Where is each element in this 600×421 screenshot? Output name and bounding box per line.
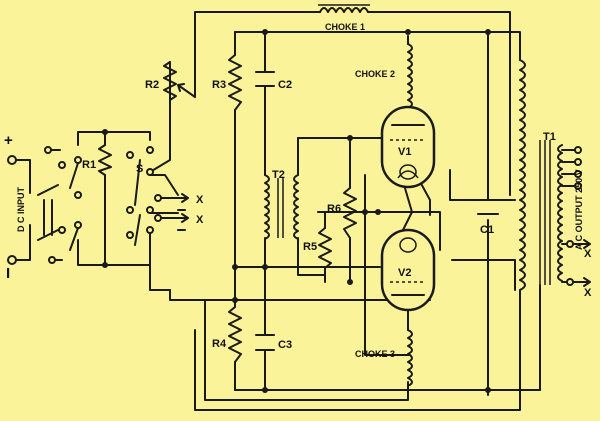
r4-label: R4	[212, 338, 227, 350]
choke2-label: CHOKE 2	[355, 69, 395, 79]
dc-plus-terminal	[7, 155, 17, 165]
r4-resistor	[228, 306, 242, 363]
t2-label: T2	[272, 169, 285, 181]
ac-output-taps	[561, 146, 591, 287]
v1-valve	[380, 105, 436, 189]
r2-label: R2	[145, 79, 159, 91]
r5-label: R5	[303, 241, 317, 253]
choke1-label: CHOKE 1	[325, 22, 365, 32]
t2-transformer	[264, 174, 299, 240]
dc-input-section	[11, 131, 186, 291]
r3-resistor	[228, 54, 242, 111]
choke-3	[407, 329, 413, 387]
x-label-2: X	[196, 214, 204, 226]
c3-capacitor	[255, 334, 275, 351]
c3-label: C3	[278, 339, 292, 351]
dc-minus-label: I	[6, 265, 10, 282]
r1-label: R1	[82, 159, 96, 171]
dc-plus-label: +	[4, 132, 13, 149]
wiring	[149, 11, 541, 411]
relay-contacts	[69, 146, 179, 251]
x-label-1: X	[196, 194, 204, 206]
choke-1	[318, 4, 370, 13]
c2-capacitor	[255, 71, 275, 87]
dc-minus-terminal	[7, 255, 17, 265]
c1-label: C1	[480, 224, 494, 236]
x-label-3: X	[584, 248, 592, 260]
x-label-4: X	[584, 287, 592, 299]
choke3-label: CHOKE 3	[355, 349, 395, 359]
r3-label: R3	[212, 79, 226, 91]
v1-label: V1	[398, 146, 411, 158]
v2-valve	[380, 228, 436, 312]
t1-transformer	[519, 59, 563, 291]
ac-output-label: A C OUTPUT 250 V	[574, 169, 584, 250]
c1-capacitor	[477, 199, 499, 215]
r1-resistor	[98, 144, 112, 176]
dc-input-label: D C INPUT	[16, 186, 26, 232]
t1-label: T1	[543, 131, 556, 143]
c2-label: C2	[278, 79, 292, 91]
r2-potentiometer	[163, 61, 196, 101]
choke-2	[407, 43, 413, 109]
s-label: S	[136, 163, 143, 175]
r6-label: R6	[327, 203, 341, 215]
v2-label: V2	[398, 267, 411, 279]
r5-resistor	[318, 227, 332, 269]
junction-dots	[102, 29, 491, 393]
input-switch	[37, 146, 66, 264]
r6-resistor	[343, 187, 357, 239]
x-terminals-left	[154, 193, 189, 223]
